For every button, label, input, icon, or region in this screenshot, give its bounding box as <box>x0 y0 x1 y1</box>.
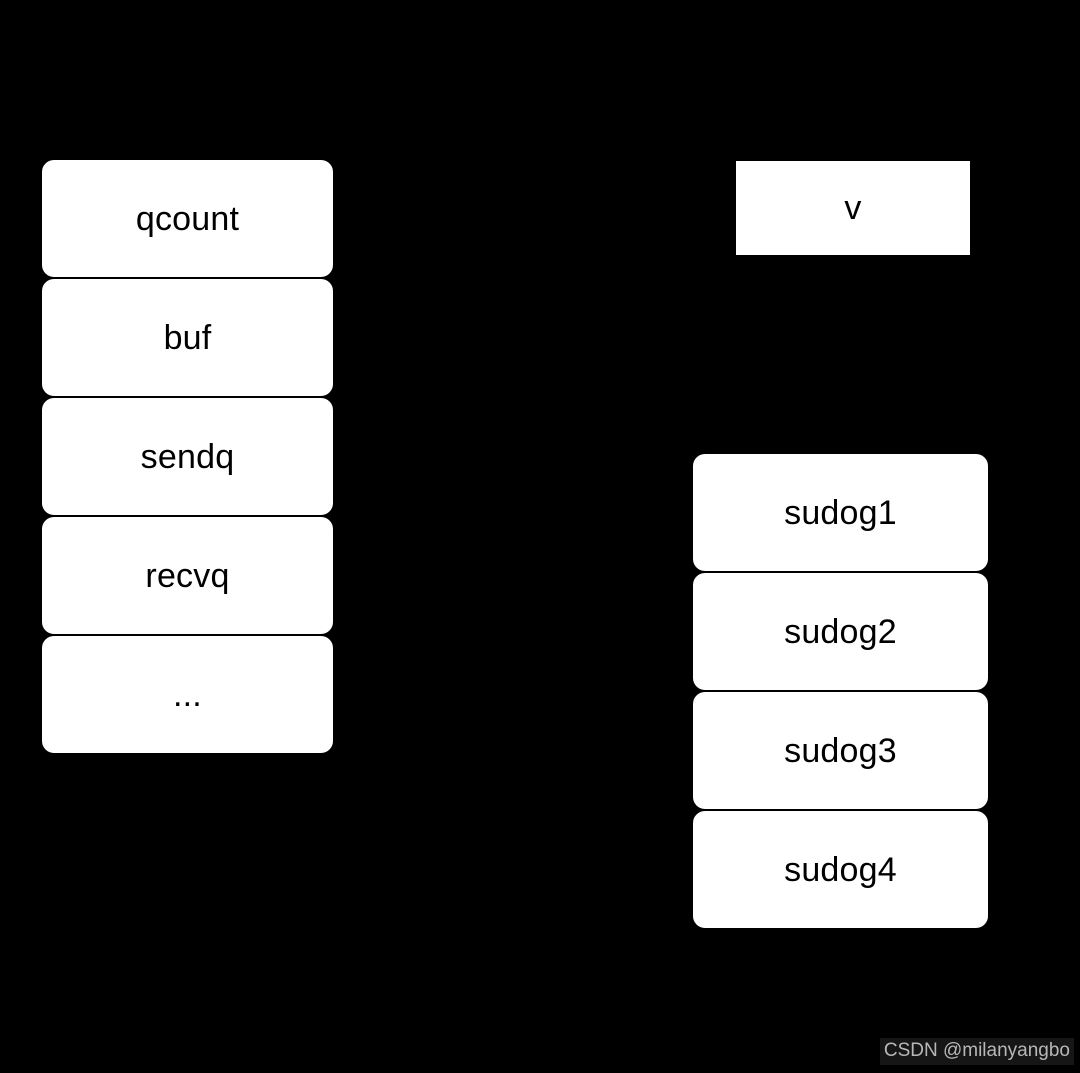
sudog-item-label: sudog1 <box>784 493 897 532</box>
chan-field-label: buf <box>163 318 212 357</box>
watermark: CSDN @milanyangbo <box>879 1038 1074 1065</box>
chan-field-sendq[interactable]: sendq <box>40 396 335 517</box>
sudog-item-3[interactable]: sudog3 <box>691 690 990 811</box>
chan-field-label: qcount <box>135 199 240 238</box>
value-box-label: v <box>844 189 862 227</box>
chan-field-label: recvq <box>145 556 230 595</box>
chan-struct-stack: qcount buf sendq recvq ... <box>40 158 335 755</box>
sudog-item-1[interactable]: sudog1 <box>691 452 990 573</box>
value-box-group: v <box>733 158 973 258</box>
sudog-queue-stack: sudog1 sudog2 sudog3 sudog4 <box>691 452 990 930</box>
chan-field-label: ... <box>173 675 202 714</box>
sudog-item-label: sudog4 <box>784 850 897 889</box>
sudog-item-2[interactable]: sudog2 <box>691 571 990 692</box>
chan-field-ellipsis[interactable]: ... <box>40 634 335 755</box>
sudog-item-4[interactable]: sudog4 <box>691 809 990 930</box>
chan-field-qcount[interactable]: qcount <box>40 158 335 279</box>
chan-field-recvq[interactable]: recvq <box>40 515 335 636</box>
chan-field-label: sendq <box>140 437 235 476</box>
sudog-item-label: sudog3 <box>784 731 897 770</box>
sudog-item-label: sudog2 <box>784 612 897 651</box>
value-box-v[interactable]: v <box>733 158 973 258</box>
chan-field-buf[interactable]: buf <box>40 277 335 398</box>
